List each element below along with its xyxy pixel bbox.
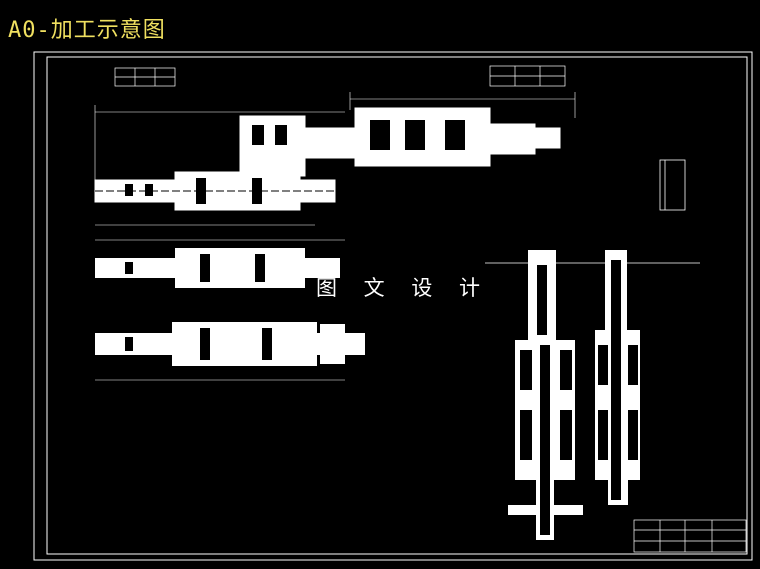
side-bracket — [659, 159, 686, 211]
tolerance-table-left — [114, 67, 176, 87]
lower-shaft-assembly — [95, 322, 365, 366]
upper-shaft-assembly — [94, 107, 561, 211]
tolerance-table-right — [489, 65, 566, 87]
middle-shaft-assembly — [95, 248, 340, 288]
upper-shaft-details — [95, 120, 575, 204]
sheet-inner-border — [46, 56, 748, 555]
sheet-outer-border — [33, 51, 753, 561]
title-block — [633, 519, 747, 553]
watermark-text: 图 文 设 计 — [316, 276, 491, 300]
dimension-lines — [94, 92, 576, 381]
drawing-title: A0-加工示意图 — [8, 18, 166, 43]
